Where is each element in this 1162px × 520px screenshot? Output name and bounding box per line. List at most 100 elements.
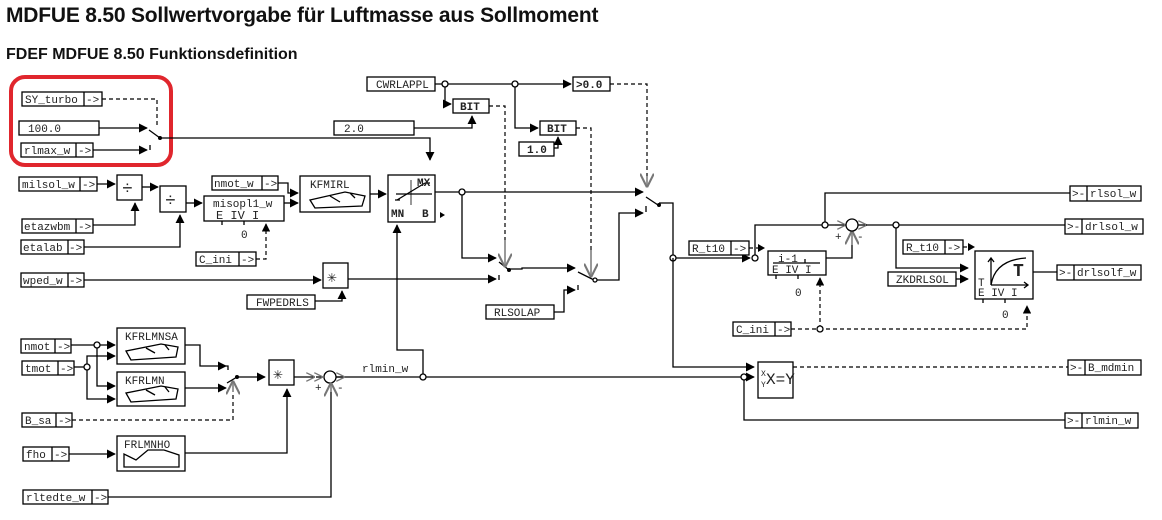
compare-gt-zero: >0.0 — [572, 76, 611, 92]
input-r-t10-2[interactable]: R_t10 -> — [902, 239, 964, 255]
svg-text:÷: ÷ — [122, 180, 133, 200]
svg-text:->: -> — [78, 146, 91, 158]
svg-text:->: -> — [86, 95, 99, 107]
output-b-mdmin[interactable]: >- B_mdmin — [1067, 359, 1142, 376]
svg-text:✳: ✳ — [327, 269, 337, 287]
svg-text:KFRLMN: KFRLMN — [125, 376, 165, 388]
sum-node-1 — [845, 218, 859, 232]
output-rlmin-w[interactable]: >- rlmin_w — [1064, 412, 1139, 429]
input-rltedte-w[interactable]: rltedte_w -> — [22, 489, 109, 505]
output-drlsol-w[interactable]: >- drlsol_w — [1064, 218, 1144, 235]
svg-text:drlsolf_w: drlsolf_w — [1077, 268, 1137, 280]
svg-text:+: + — [835, 232, 842, 244]
svg-text:KFRLMNSA: KFRLMNSA — [125, 332, 178, 344]
input-sy-turbo[interactable]: SY_turbo -> — [21, 91, 103, 107]
input-fho[interactable]: fho -> — [22, 446, 70, 462]
svg-text:wped_w: wped_w — [23, 276, 63, 288]
input-milsol-w[interactable]: milsol_w -> — [18, 176, 98, 192]
const-fwpedrls[interactable]: FWPEDRLS — [246, 294, 316, 310]
input-c-ini-1[interactable]: C_ini -> — [195, 251, 257, 267]
svg-text:rlmax_w: rlmax_w — [24, 146, 71, 158]
svg-text:0: 0 — [795, 288, 802, 300]
svg-text:drlsol_w: drlsol_w — [1085, 222, 1138, 234]
signal-label-rlmin-w: rlmin_w — [362, 364, 409, 376]
svg-text:0: 0 — [241, 230, 248, 242]
output-drlsolf-w[interactable]: >- drlsolf_w — [1056, 264, 1142, 281]
svg-text:BIT: BIT — [460, 102, 480, 114]
limiter-block: MX MN B — [387, 174, 436, 223]
svg-text:->: -> — [733, 244, 746, 256]
svg-text:FWPEDRLS: FWPEDRLS — [256, 298, 309, 310]
bit-block-1: BIT — [452, 98, 490, 114]
sum-node-2 — [323, 370, 337, 384]
delay-block: i-1 E IV I — [767, 250, 827, 277]
svg-text:->: -> — [57, 342, 70, 354]
svg-text:etazwbm: etazwbm — [24, 222, 71, 234]
const-1[interactable]: 1.0 — [518, 141, 555, 157]
const-100[interactable]: 100.0 — [18, 120, 100, 136]
svg-text:MN: MN — [391, 209, 404, 221]
input-etazwbm[interactable]: etazwbm -> — [21, 218, 94, 234]
svg-text:E IV I: E IV I — [216, 209, 259, 223]
svg-text:ZKDRLSOL: ZKDRLSOL — [896, 275, 949, 287]
svg-text:nmot_w: nmot_w — [214, 179, 254, 191]
svg-text:B_mdmin: B_mdmin — [1088, 363, 1134, 375]
pt1-filter-block: T T E IV I — [974, 250, 1034, 300]
const-zkdrlsol[interactable]: ZKDRLSOL — [887, 271, 957, 287]
multiply-block-1: ✳ — [322, 262, 349, 289]
compare-equal-block: X Y X=Y — [757, 361, 795, 399]
svg-text:rlmin_w: rlmin_w — [1085, 416, 1132, 428]
curve-frlmnho: FRLMNHO — [116, 435, 186, 472]
svg-text:R_t10: R_t10 — [692, 244, 725, 256]
svg-text:>-: >- — [1067, 222, 1080, 234]
svg-text:CWRLAPPL: CWRLAPPL — [376, 80, 429, 92]
svg-text:->: -> — [94, 493, 107, 505]
svg-text:BIT: BIT — [547, 124, 567, 136]
const-rlsolap[interactable]: RLSOLAP — [485, 304, 555, 320]
svg-text:fho: fho — [26, 450, 46, 462]
svg-text:->: -> — [82, 180, 95, 192]
input-rlmax-w[interactable]: rlmax_w -> — [20, 142, 94, 158]
svg-text:100.0: 100.0 — [28, 124, 61, 136]
page-subtitle: FDEF MDFUE 8.50 Funktionsdefinition — [6, 46, 298, 63]
svg-text:>-: >- — [1072, 189, 1085, 201]
svg-text:>-: >- — [1067, 416, 1080, 428]
input-nmot-w[interactable]: nmot_w -> — [211, 175, 279, 191]
const-cwrlappl[interactable]: CWRLAPPL — [366, 76, 436, 92]
svg-text:tmot: tmot — [25, 364, 51, 376]
input-nmot[interactable]: nmot -> — [20, 338, 72, 354]
bit-block-2: BIT — [539, 120, 577, 136]
input-etalab[interactable]: etalab -> — [20, 239, 85, 255]
svg-text:C_ini: C_ini — [199, 255, 232, 267]
input-b-sa[interactable]: B_sa -> — [21, 412, 73, 428]
input-wped-w[interactable]: wped_w -> — [20, 272, 85, 288]
const-2[interactable]: 2.0 — [333, 120, 415, 136]
input-c-ini-2[interactable]: C_ini -> — [732, 321, 792, 337]
svg-text:-: - — [337, 383, 344, 395]
svg-text:B_sa: B_sa — [25, 416, 52, 428]
multiply-block-2: ✳ — [268, 359, 295, 386]
input-tmot[interactable]: tmot -> — [21, 360, 75, 376]
svg-text:->: -> — [69, 276, 82, 288]
divide-block-2: ÷ — [159, 185, 187, 213]
input-r-t10-1[interactable]: R_t10 -> — [688, 240, 750, 256]
svg-text:B: B — [422, 209, 429, 221]
svg-text:etalab: etalab — [23, 243, 63, 255]
svg-text:->: -> — [54, 450, 67, 462]
svg-text:rltedte_w: rltedte_w — [26, 493, 86, 505]
output-rlsol-w[interactable]: >- rlsol_w — [1069, 185, 1142, 202]
svg-text:->: -> — [241, 255, 254, 267]
svg-text:T: T — [978, 278, 985, 290]
svg-text:1.0: 1.0 — [527, 145, 547, 157]
map-kfrlmn: KFRLMN — [116, 371, 186, 407]
svg-text:E IV I: E IV I — [772, 265, 812, 277]
svg-text:>-: >- — [1059, 268, 1072, 280]
svg-text:->: -> — [69, 243, 82, 255]
map-kfmirl: KFMIRL — [299, 175, 371, 213]
divide-block-1: ÷ — [116, 174, 143, 201]
svg-text:>0.0: >0.0 — [576, 80, 602, 92]
svg-text:->: -> — [60, 364, 73, 376]
svg-text:rlsol_w: rlsol_w — [1090, 189, 1137, 201]
input-label: SY_turbo — [25, 95, 78, 107]
